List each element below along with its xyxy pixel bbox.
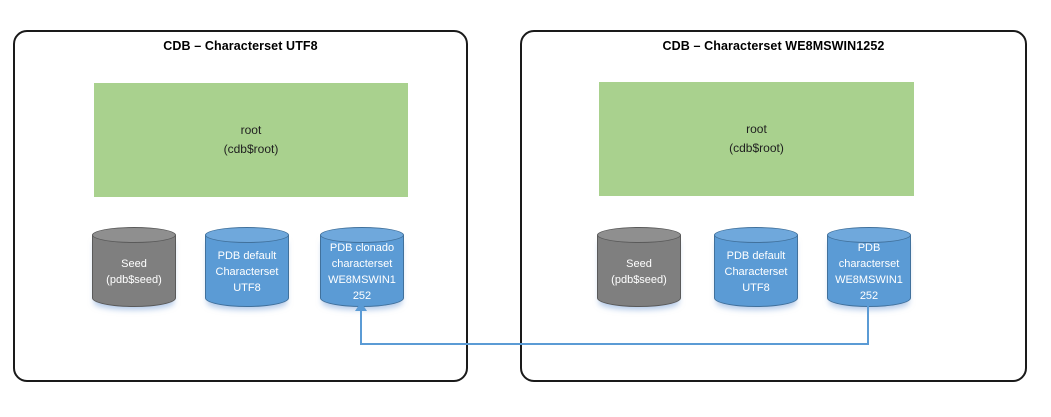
cylinder-label: PDB default Characterset UTF8: [724, 250, 788, 294]
root-label: root (cdb$root): [729, 122, 784, 155]
cylinder-label: PDB characterset WE8MSWIN1 252: [835, 242, 903, 302]
clone-arrow-segment-down: [867, 303, 869, 344]
cylinder-body: [597, 235, 681, 307]
pdb-we8mswin1252-cylinder: PDB characterset WE8MSWIN1 252: [827, 227, 911, 307]
clone-arrow-segment-horizontal: [360, 343, 869, 345]
cylinder-top: [714, 227, 798, 243]
root-rect: root (cdb$root): [94, 83, 408, 197]
cylinder-body: [205, 235, 289, 307]
clone-arrow-segment-up: [360, 311, 362, 345]
cylinder-body: [92, 235, 176, 307]
root-label: root (cdb$root): [223, 123, 279, 156]
cylinder-label: PDB default Characterset UTF8: [215, 250, 279, 294]
cylinder-body: [827, 235, 911, 307]
cylinder-top: [92, 227, 176, 243]
seed-cylinder: Seed (pdb$seed): [597, 227, 681, 307]
cylinder-top: [597, 227, 681, 243]
seed-cylinder: Seed (pdb$seed): [92, 227, 176, 307]
cylinder-top: [320, 227, 404, 243]
cylinder-label: Seed (pdb$seed): [106, 258, 162, 286]
root-rect: root (cdb$root): [599, 82, 914, 196]
cylinder-label: Seed (pdb$seed): [611, 258, 667, 286]
cdb-container-utf8: CDB – Characterset UTF8 root (cdb$root) …: [13, 30, 468, 382]
pdb-clonado-we8mswin1252-cylinder: PDB clonado characterset WE8MSWIN1 252: [320, 227, 404, 307]
cylinder-body: [714, 235, 798, 307]
cdb-title: CDB – Characterset WE8MSWIN1252: [662, 39, 885, 53]
cylinder-label: PDB clonado characterset WE8MSWIN1 252: [328, 242, 396, 302]
cdb-title: CDB – Characterset UTF8: [163, 39, 318, 53]
clone-arrow-head-icon: [355, 302, 367, 311]
cylinder-top: [205, 227, 289, 243]
cylinder-top: [827, 227, 911, 243]
pdb-default-utf8-cylinder: PDB default Characterset UTF8: [205, 227, 289, 307]
cdb-container-we8mswin1252: CDB – Characterset WE8MSWIN1252 root (cd…: [520, 30, 1027, 382]
pdb-default-utf8-cylinder: PDB default Characterset UTF8: [714, 227, 798, 307]
